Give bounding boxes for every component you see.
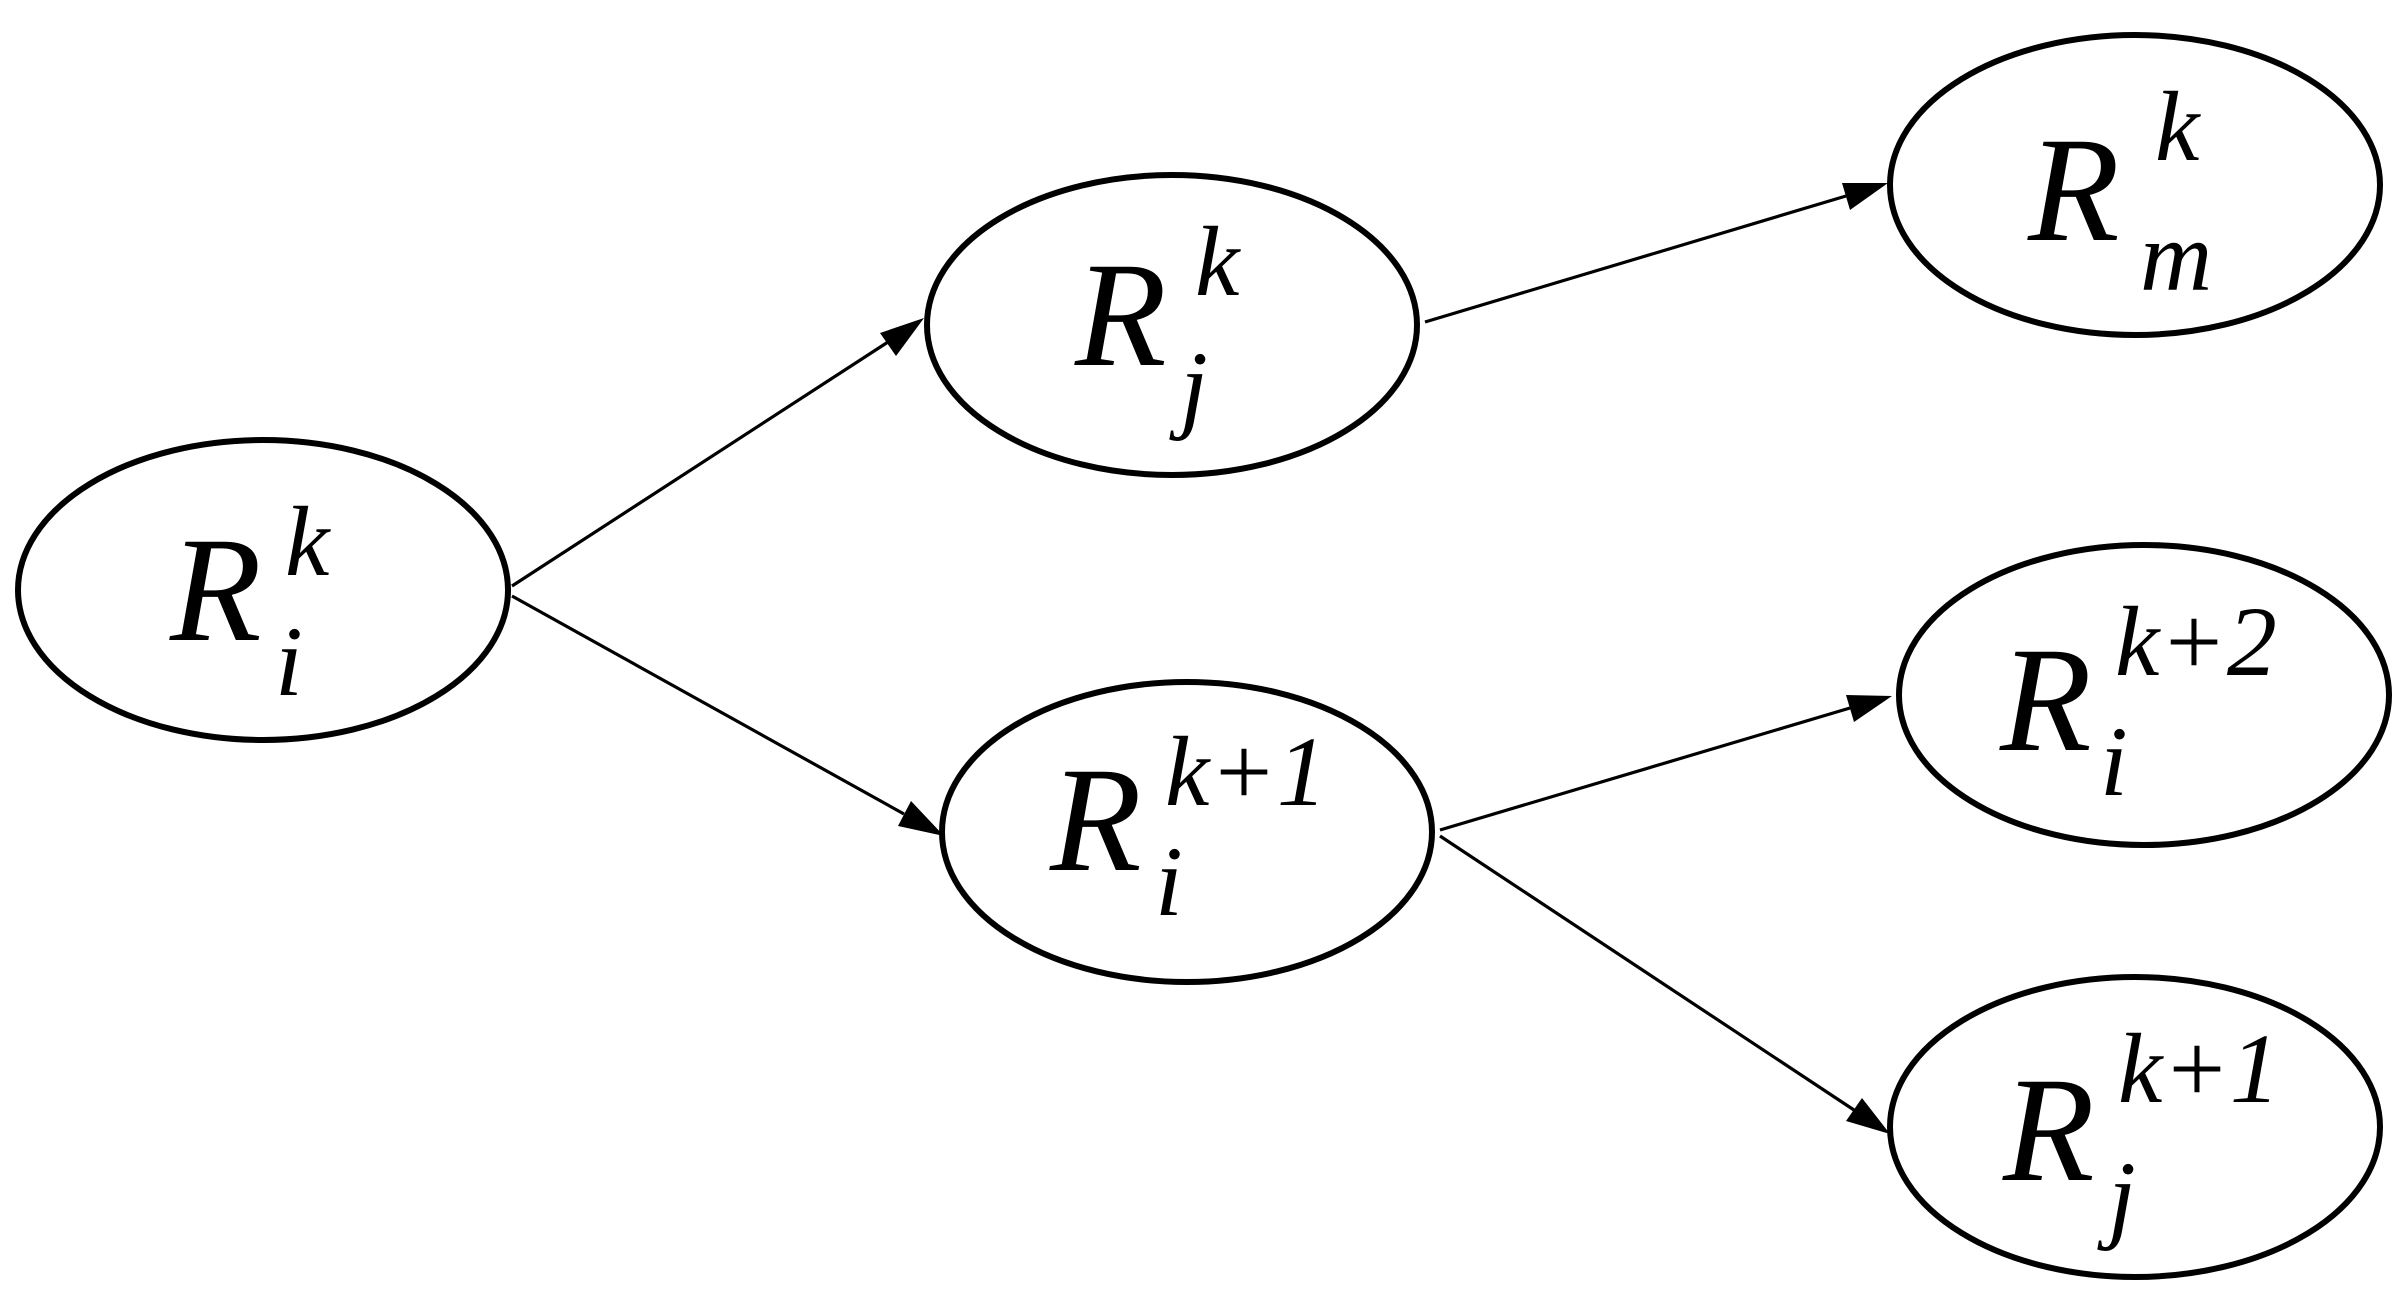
node-rm-k: R m k bbox=[1887, 32, 2383, 338]
node-rj-k1-ellipse bbox=[1887, 974, 2383, 1280]
edge-rj-k-to-rm-k bbox=[1424, 183, 1888, 324]
edges-group bbox=[511, 183, 1892, 1134]
node-ri-k2-sup: k+2 bbox=[2115, 586, 2277, 697]
node-ri-k2-ellipse bbox=[1896, 542, 2392, 848]
node-ri-k1-sup: k+1 bbox=[1165, 716, 1327, 827]
node-rj-k1-base: R bbox=[2002, 1047, 2095, 1213]
node-ri-k-sub: i bbox=[275, 606, 303, 717]
node-ri-k-ellipse bbox=[15, 437, 511, 743]
node-rm-k-sup: k bbox=[2155, 71, 2201, 182]
node-ri-k1-base: R bbox=[1049, 737, 1142, 903]
node-ri-k-sup: k bbox=[285, 486, 331, 597]
node-ri-k1-ellipse bbox=[939, 679, 1435, 985]
node-ri-k2: R i k+2 bbox=[1896, 542, 2392, 848]
node-ri-k-base: R bbox=[169, 507, 262, 673]
node-rm-k-base: R bbox=[2027, 107, 2120, 273]
node-ri-k2-sub: i bbox=[2100, 706, 2128, 817]
node-rj-k-sup: k bbox=[1195, 206, 1241, 317]
edge-ri-k-to-ri-k1 bbox=[511, 594, 944, 836]
node-rj-k-base: R bbox=[1074, 232, 1167, 398]
node-ri-k1: R i k+1 bbox=[939, 679, 1435, 985]
node-rj-k-ellipse bbox=[924, 172, 1420, 478]
node-ri-k: R i k bbox=[15, 437, 511, 743]
edge-ri-k1-to-rj-k1 bbox=[1439, 834, 1890, 1134]
svg-text:R: R bbox=[169, 507, 262, 673]
node-ri-k2-base: R bbox=[1999, 617, 2092, 783]
node-ri-k1-sub: i bbox=[1155, 826, 1183, 937]
edge-ri-k-to-rj-k bbox=[511, 318, 924, 588]
node-rm-k-sub: m bbox=[2140, 201, 2212, 312]
node-rm-k-ellipse bbox=[1887, 32, 2383, 338]
node-rj-k1-sup: k+1 bbox=[2118, 1013, 2280, 1124]
node-rj-k1: R j k+1 bbox=[1887, 974, 2383, 1280]
edge-ri-k1-to-ri-k2 bbox=[1439, 695, 1892, 832]
node-rj-k: R j k bbox=[924, 172, 1420, 478]
